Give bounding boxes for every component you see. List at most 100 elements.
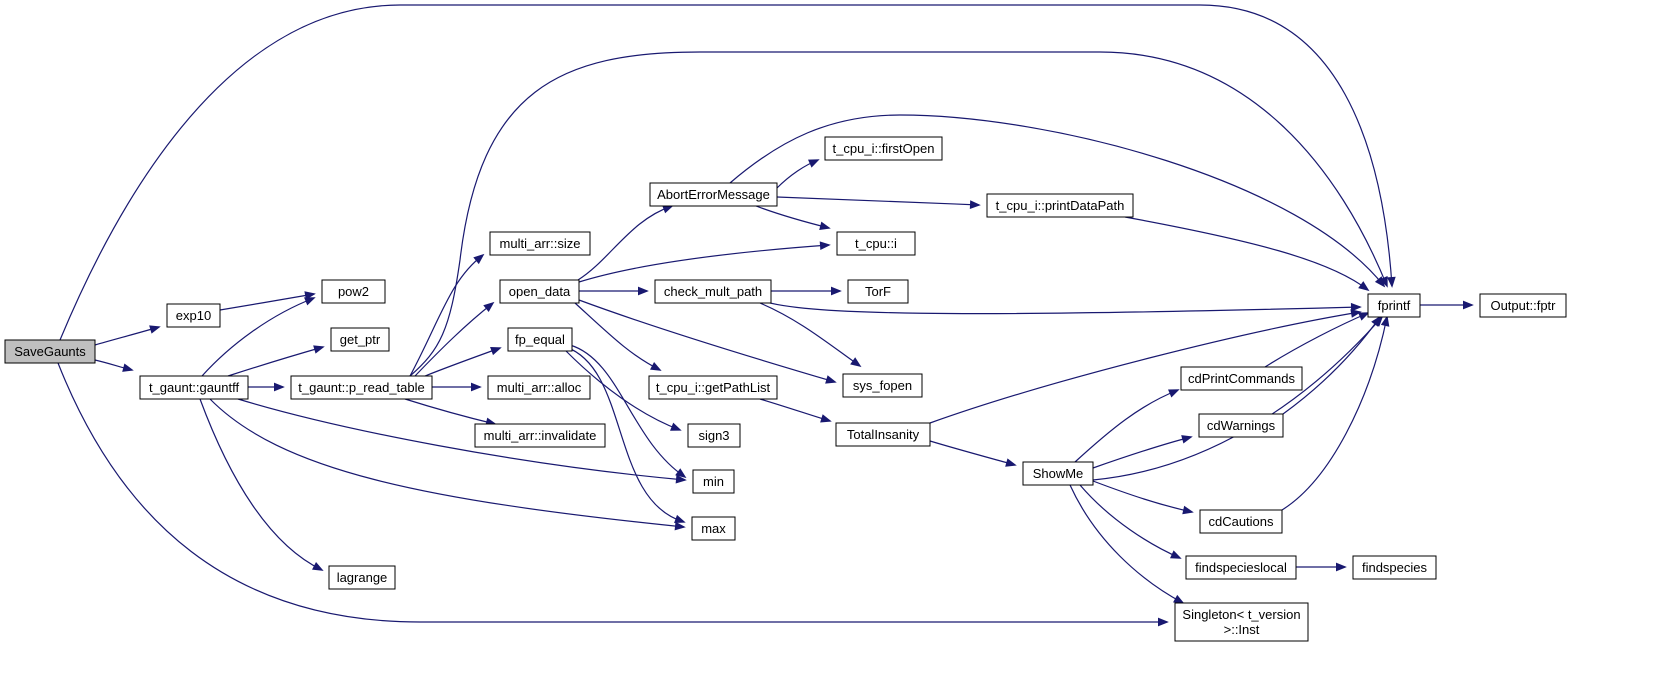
node-box[interactable]	[1352, 555, 1437, 580]
node-t_cpu_i[interactable]: t_cpu::i	[836, 231, 916, 256]
node-cdCautions[interactable]: cdCautions	[1199, 509, 1283, 534]
node-sign3[interactable]: sign3	[687, 423, 741, 448]
node-fp_equal[interactable]: fp_equal	[507, 327, 573, 352]
node-fprintf[interactable]: fprintf	[1367, 293, 1421, 318]
node-label: SaveGaunts	[14, 344, 86, 359]
node-get_ptr[interactable]: get_ptr	[330, 327, 390, 352]
edge-line	[219, 293, 315, 311]
edge-line	[227, 346, 324, 377]
edge-line	[565, 346, 685, 523]
node-label: t_cpu_i::getPathList	[656, 380, 771, 395]
node-box[interactable]	[474, 423, 606, 448]
node-box[interactable]	[1180, 366, 1303, 391]
node-box[interactable]	[654, 279, 772, 304]
node-multi_alloc[interactable]: multi_arr::alloc	[487, 375, 591, 400]
node-label: TorF	[865, 284, 891, 299]
node-box[interactable]	[1199, 509, 1283, 534]
node-box[interactable]	[836, 231, 916, 256]
node-cdWarnings[interactable]: cdWarnings	[1198, 413, 1284, 438]
edge-line	[759, 398, 831, 422]
node-ShowMe[interactable]: ShowMe	[1022, 461, 1094, 486]
edge-line	[414, 302, 494, 377]
node-box[interactable]	[986, 193, 1134, 218]
node-box[interactable]	[139, 375, 249, 400]
edge-SaveGaunts-to-fprintf	[59, 4, 1396, 341]
node-label: TotalInsanity	[847, 427, 920, 442]
node-gauntff[interactable]: t_gaunt::gauntff	[139, 375, 249, 400]
edge-gauntff-to-lagrange	[199, 398, 324, 571]
edge-printDataPath-to-fprintf	[1124, 216, 1370, 292]
node-box[interactable]	[4, 339, 96, 364]
node-label: pow2	[338, 284, 369, 299]
node-box[interactable]	[648, 375, 778, 400]
edge-cdPrintCommands-to-fprintf	[1264, 312, 1370, 368]
node-box[interactable]	[1367, 293, 1421, 318]
edge-fp_equal-to-sign3	[565, 350, 682, 431]
node-box[interactable]	[487, 375, 591, 400]
node-box[interactable]	[330, 327, 390, 352]
edge-arrowhead	[820, 414, 832, 423]
node-multi_invalidate[interactable]: multi_arr::invalidate	[474, 423, 606, 448]
node-box[interactable]	[649, 182, 778, 207]
node-check_mult_path[interactable]: check_mult_path	[654, 279, 772, 304]
node-lagrange[interactable]: lagrange	[328, 565, 396, 590]
node-TotalInsanity[interactable]: TotalInsanity	[835, 422, 931, 447]
node-box[interactable]	[1185, 555, 1297, 580]
edge-gauntff-to-get_ptr	[227, 345, 325, 377]
node-label: t_cpu_i::firstOpen	[833, 141, 935, 156]
node-SaveGaunts[interactable]: SaveGaunts	[4, 339, 96, 364]
node-box[interactable]	[842, 373, 923, 398]
node-Output_fptr[interactable]: Output::fptr	[1479, 293, 1567, 318]
node-box[interactable]	[499, 279, 580, 304]
node-box[interactable]	[824, 136, 943, 161]
node-box[interactable]	[1174, 602, 1309, 642]
edge-line	[776, 196, 980, 206]
node-label: fp_equal	[515, 332, 565, 347]
node-p_read_table[interactable]: t_gaunt::p_read_table	[290, 375, 433, 400]
node-box[interactable]	[321, 279, 386, 304]
node-box[interactable]	[166, 303, 221, 328]
node-findspecieslocal[interactable]: findspecieslocal	[1185, 555, 1297, 580]
node-max[interactable]: max	[691, 516, 736, 541]
node-firstOpen[interactable]: t_cpu_i::firstOpen	[824, 136, 943, 161]
node-AbortErrorMessage[interactable]: AbortErrorMessage	[649, 182, 778, 207]
edge-check_mult_path-to-TorF	[771, 286, 842, 296]
node-label: multi_arr::size	[500, 236, 581, 251]
node-box[interactable]	[1022, 461, 1094, 486]
node-Singleton[interactable]: Singleton< t_version>::Inst	[1174, 602, 1309, 642]
node-box[interactable]	[835, 422, 931, 447]
node-box[interactable]	[692, 469, 735, 494]
node-box[interactable]	[1479, 293, 1567, 318]
edge-arrowhead	[1168, 389, 1180, 398]
node-findspecies[interactable]: findspecies	[1352, 555, 1437, 580]
edge-SaveGaunts-to-Singleton	[57, 362, 1169, 627]
node-box[interactable]	[691, 516, 736, 541]
node-cdPrintCommands[interactable]: cdPrintCommands	[1180, 366, 1303, 391]
node-multi_size[interactable]: multi_arr::size	[489, 231, 591, 256]
edge-AbortErrorMessage-to-printDataPath	[776, 196, 981, 209]
node-box[interactable]	[328, 565, 396, 590]
node-getPathList[interactable]: t_cpu_i::getPathList	[648, 375, 778, 400]
edge-arrowhead	[969, 200, 981, 209]
node-sys_fopen[interactable]: sys_fopen	[842, 373, 923, 398]
edge-line	[577, 205, 673, 281]
edge-arrowhead	[819, 241, 831, 250]
edge-p_read_table-to-fprintf	[409, 51, 1388, 377]
node-TorF[interactable]: TorF	[847, 279, 909, 304]
edge-arrowhead	[825, 375, 837, 384]
node-box[interactable]	[290, 375, 433, 400]
node-min[interactable]: min	[692, 469, 735, 494]
edge-arrowhead	[850, 357, 862, 368]
node-box[interactable]	[489, 231, 591, 256]
node-exp10[interactable]: exp10	[166, 303, 221, 328]
node-box[interactable]	[507, 327, 573, 352]
node-pow2[interactable]: pow2	[321, 279, 386, 304]
node-box[interactable]	[687, 423, 741, 448]
edge-arrowhead	[122, 363, 134, 372]
edge-arrowhead	[808, 159, 820, 168]
node-box[interactable]	[847, 279, 909, 304]
edge-arrowhead	[304, 291, 316, 300]
node-box[interactable]	[1198, 413, 1284, 438]
node-open_data[interactable]: open_data	[499, 279, 580, 304]
node-printDataPath[interactable]: t_cpu_i::printDataPath	[986, 193, 1134, 218]
